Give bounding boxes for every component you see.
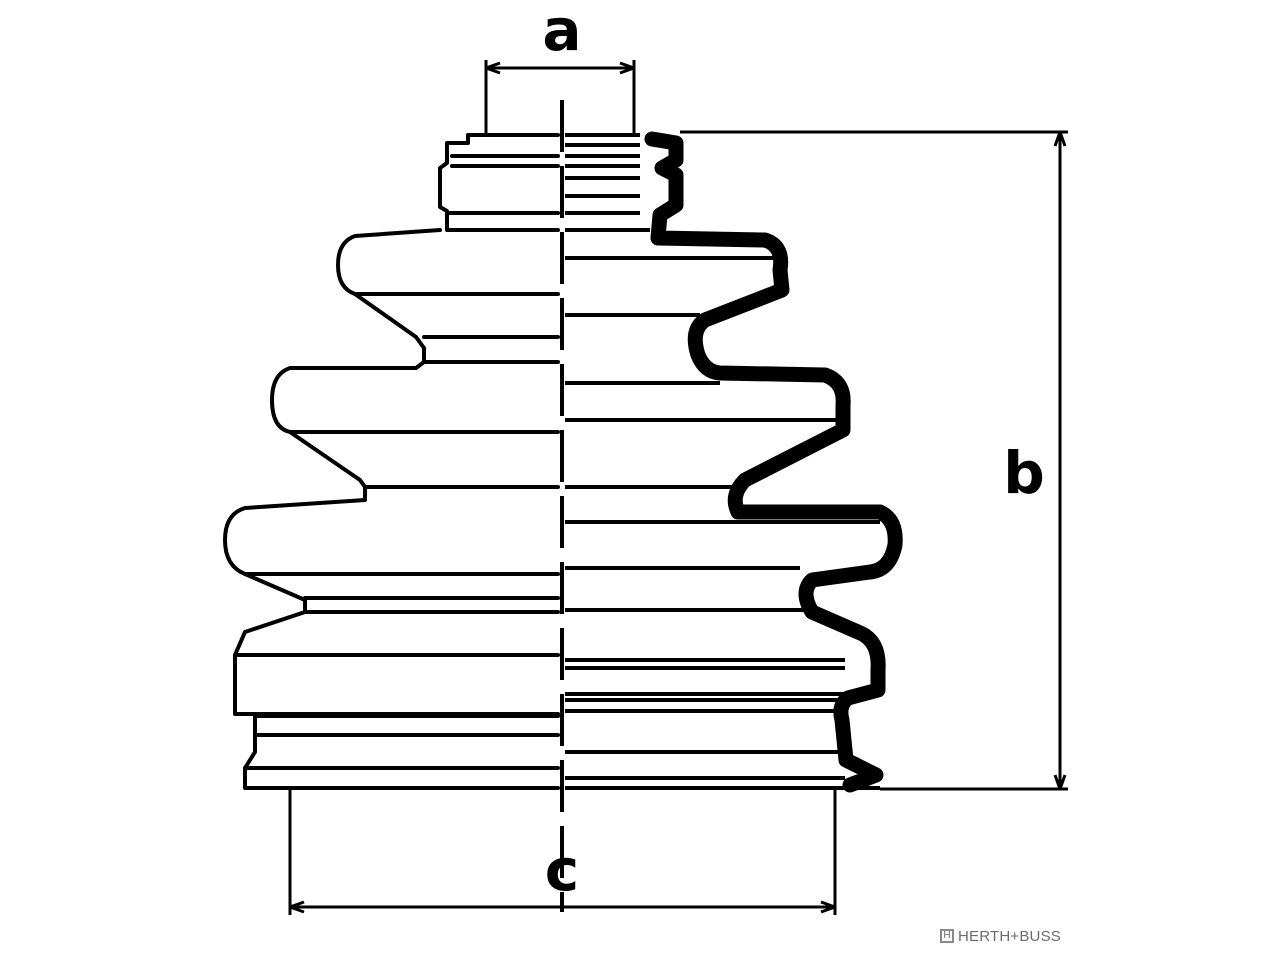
dimension-a-label: a [542, 0, 581, 64]
dimension-b [680, 130, 1068, 791]
herth-buss-logo-icon: H [940, 929, 954, 943]
dimension-a [484, 60, 636, 135]
brand-logo-text: HERTH+BUSS [958, 927, 1062, 945]
herth-buss-logo: H HERTH+BUSS [940, 925, 1061, 947]
boot-right-section [565, 133, 880, 790]
boot-left-outline [223, 133, 560, 790]
dimension-c-label: c [545, 836, 579, 904]
dimension-c [288, 790, 837, 915]
boot-wall-profile [644, 131, 903, 793]
dimension-b-label: b [1003, 439, 1045, 507]
